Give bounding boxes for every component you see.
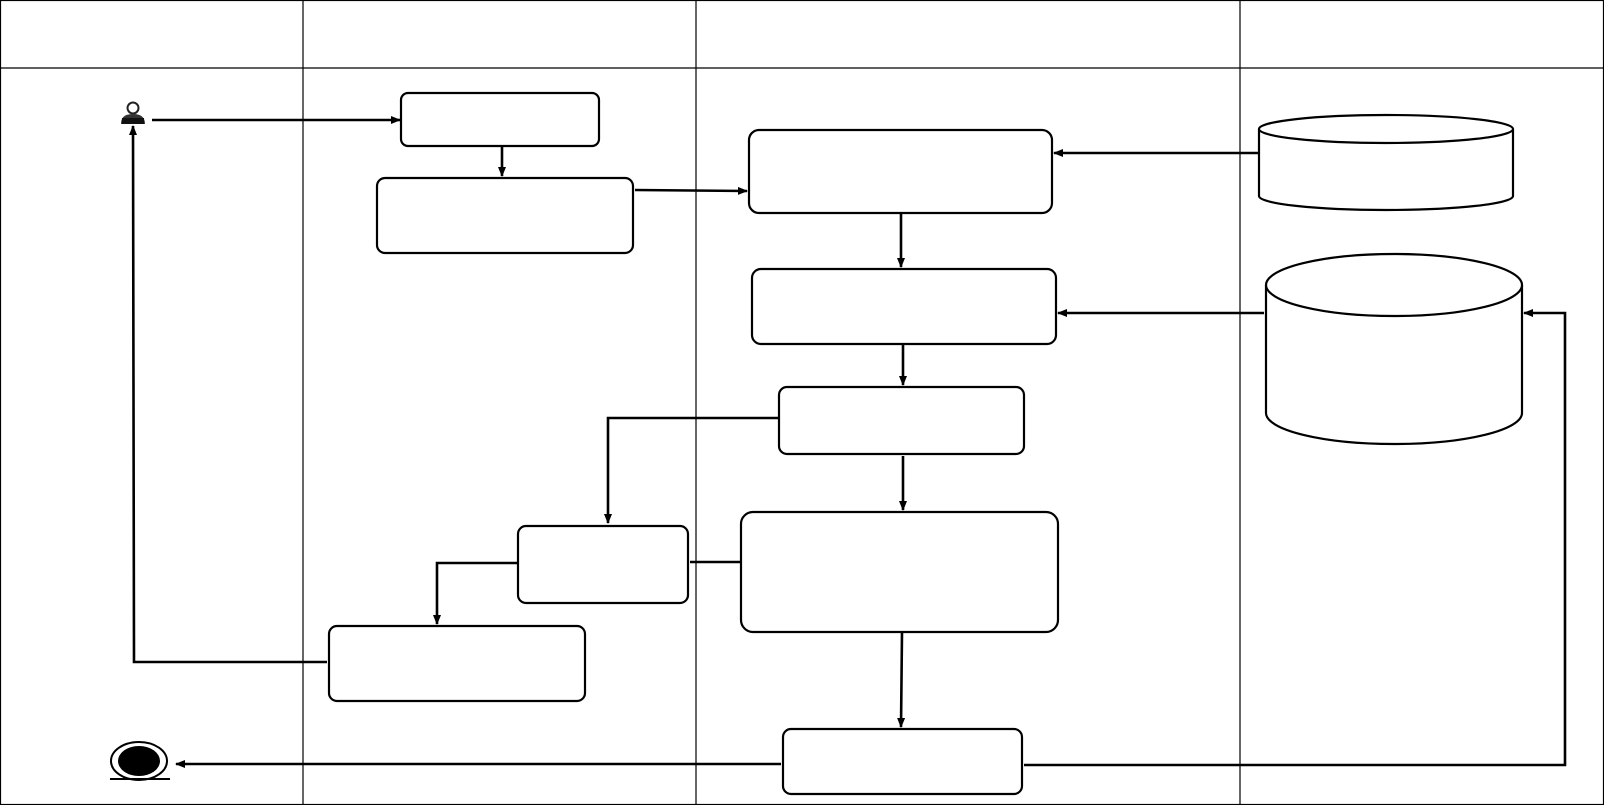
- end-node-icon: [110, 741, 170, 781]
- arrow-box-g-to-box-h: [433, 561, 518, 625]
- arrow-box-b-to-box-c: [634, 186, 748, 195]
- process-box-b: [375, 176, 635, 255]
- process-box-f: [739, 510, 1060, 634]
- process-box-g: [516, 524, 690, 605]
- arrow-box-e-to-box-g: [604, 416, 779, 524]
- process-box-d: [750, 267, 1058, 346]
- process-box-i: [781, 727, 1024, 796]
- arrow-box-f-to-box-i: [897, 631, 906, 728]
- process-box-e: [777, 385, 1026, 456]
- process-box-h: [327, 624, 587, 703]
- arrow-box-h-to-actor: [129, 125, 327, 664]
- database-icon-1: [1257, 113, 1515, 212]
- arrow-box-i-to-db-2: [1024, 309, 1567, 767]
- process-box-c: [747, 128, 1054, 215]
- flow-arrows: [129, 116, 1567, 768]
- process-box-a: [399, 91, 601, 148]
- database-icon-2: [1264, 252, 1524, 446]
- person-icon: [121, 101, 145, 124]
